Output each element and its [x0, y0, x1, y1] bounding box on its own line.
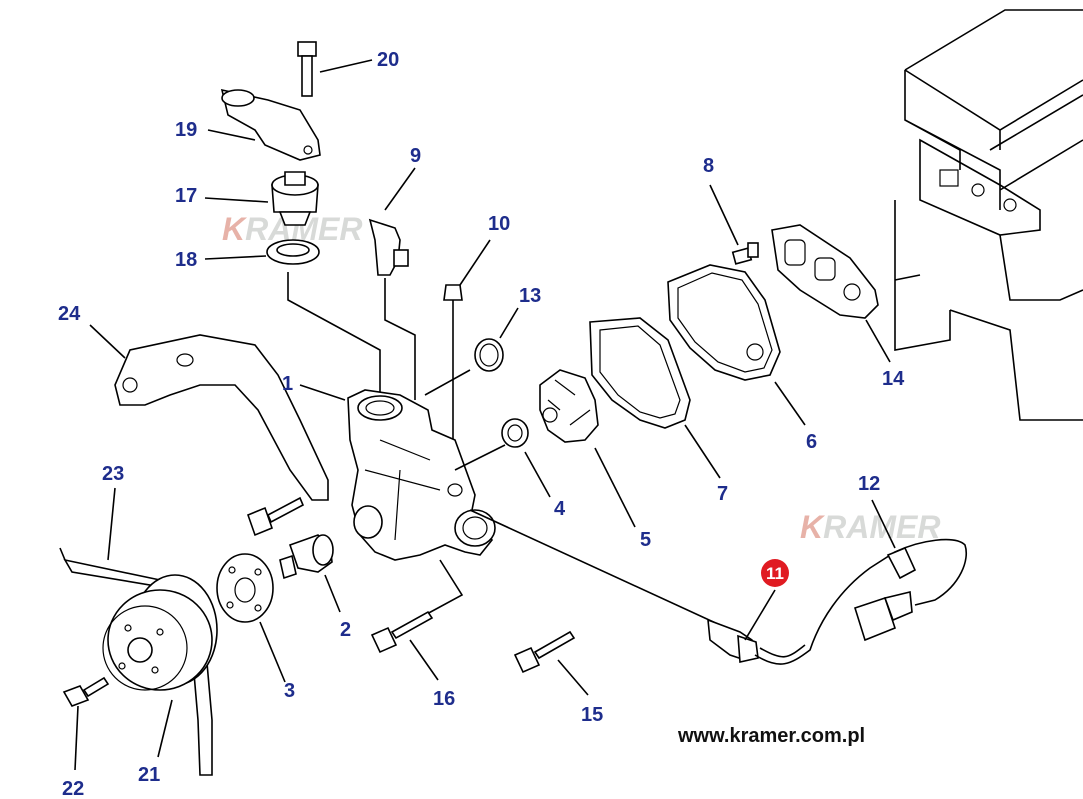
label-24: 24 — [58, 303, 81, 325]
label-1: 1 — [282, 373, 293, 395]
label-6: 6 — [806, 431, 817, 453]
connector-12 — [854, 499, 917, 642]
temp-sender-10 — [443, 239, 491, 470]
leader-lines-pump — [424, 444, 721, 626]
impeller-5 — [539, 369, 636, 528]
website-url: www.kramer.com.pl — [677, 725, 865, 747]
label-19: 19 — [175, 119, 197, 141]
label-18: 18 — [175, 249, 197, 271]
svg-text:KRAMER: KRAMER — [800, 509, 940, 545]
label-9: 9 — [410, 145, 421, 167]
label-14: 14 — [882, 368, 905, 390]
label-15: 15 — [581, 704, 603, 726]
sensor-9 — [368, 167, 416, 276]
bracket-24 — [89, 324, 329, 501]
seal-4 — [501, 418, 551, 498]
label-7: 7 — [717, 483, 728, 505]
bolt-left — [246, 496, 305, 537]
label-11: 11 — [766, 564, 784, 583]
bolt-16 — [370, 610, 439, 681]
label-3: 3 — [284, 680, 295, 702]
thermostat-housing-19 — [207, 88, 321, 161]
pulley-flange-3 — [216, 553, 286, 683]
label-23: 23 — [102, 463, 124, 485]
spacer-2 — [279, 534, 341, 613]
bolt-15 — [513, 630, 589, 696]
o-ring-13 — [474, 307, 519, 372]
engine-block — [894, 9, 1083, 421]
gasket-7 — [589, 317, 721, 479]
highlight-marker-11: 11 — [761, 559, 789, 587]
gasket-14 — [771, 224, 891, 363]
label-5: 5 — [640, 529, 651, 551]
label-13: 13 — [519, 285, 541, 307]
label-4: 4 — [554, 498, 566, 520]
label-2: 2 — [340, 619, 351, 641]
sensor-11 — [707, 538, 967, 665]
thermostat-17 — [204, 171, 319, 226]
bolt-8 — [709, 184, 759, 265]
water-pump-1 — [299, 384, 496, 561]
label-12: 12 — [858, 473, 880, 495]
label-22: 22 — [62, 778, 84, 799]
leader-lines-upper — [287, 272, 471, 400]
pulley-21 — [102, 574, 218, 758]
label-10: 10 — [488, 213, 510, 235]
bolt-20 — [297, 41, 373, 97]
bolt-22 — [62, 676, 110, 771]
watermark-right: KRAMER — [800, 509, 940, 545]
label-8: 8 — [703, 155, 714, 177]
label-21: 21 — [138, 764, 160, 786]
label-20: 20 — [377, 49, 399, 71]
label-17: 17 — [175, 185, 197, 207]
label-16: 16 — [433, 688, 455, 710]
plate-6 — [667, 264, 806, 426]
gasket-18 — [204, 239, 320, 265]
